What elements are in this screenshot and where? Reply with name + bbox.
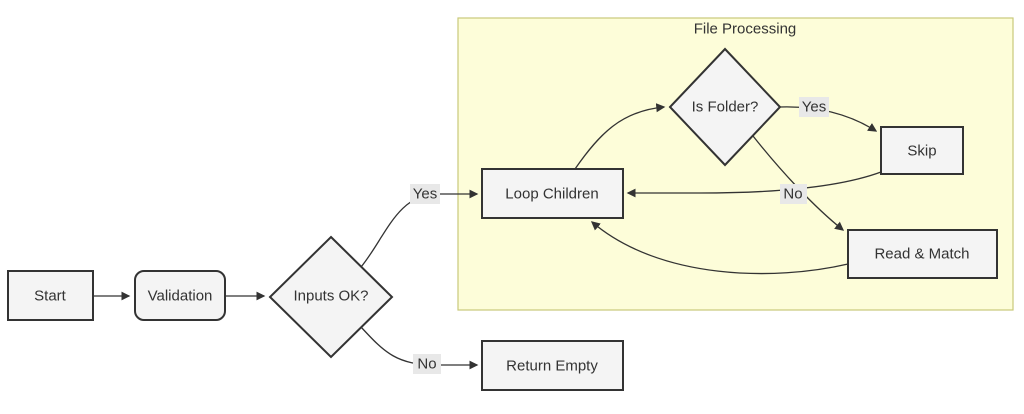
node-return-empty-label: Return Empty [506, 358, 598, 375]
edge-label-is-folder-no: No [780, 184, 807, 204]
node-start-label: Start [34, 288, 67, 305]
edge-label-text: No [417, 356, 436, 373]
node-loop-children-label: Loop Children [505, 186, 598, 203]
edge-label-inputs-ok-no: No [413, 354, 441, 374]
node-validation-label: Validation [148, 288, 213, 305]
edge-label-bg [410, 184, 440, 204]
nodes: Start Validation Inputs OK? Loop Childre… [7, 47, 998, 391]
node-loop-children: Loop Children [481, 168, 624, 219]
edge-label-text: Yes [802, 99, 826, 116]
edge-label-bg [413, 354, 441, 374]
node-return-empty-shape [481, 340, 624, 391]
node-inputs-ok-shape [268, 235, 394, 359]
node-skip-label: Skip [907, 143, 936, 160]
edge-label-text: Yes [413, 186, 437, 203]
edge-loop-children-is-folder [574, 103, 666, 170]
node-read-match-label: Read & Match [874, 246, 969, 263]
node-return-empty: Return Empty [481, 340, 624, 391]
edge-label-text: No [783, 186, 802, 203]
node-loop-children-shape [481, 168, 624, 219]
node-inputs-ok: Inputs OK? [268, 235, 394, 359]
subgraph-title: File Processing [694, 21, 797, 38]
node-inputs-ok-label: Inputs OK? [293, 288, 368, 305]
node-is-folder-label: Is Folder? [692, 99, 759, 116]
edge-read-match-loop-children [590, 221, 849, 275]
edge-label-bg [780, 184, 807, 204]
node-skip: Skip [880, 126, 964, 175]
node-validation-shape [134, 270, 226, 321]
edge-label-inputs-ok-yes: Yes [410, 184, 440, 204]
node-is-folder: Is Folder? [668, 47, 782, 167]
edge-labels: Yes No Yes No [410, 97, 829, 374]
node-read-match-shape [847, 229, 998, 279]
node-start: Start [7, 270, 94, 321]
node-start-shape [7, 270, 94, 321]
edge-label-bg [799, 97, 829, 117]
node-validation: Validation [134, 270, 226, 321]
node-skip-shape [880, 126, 964, 175]
edge-label-is-folder-yes: Yes [799, 97, 829, 117]
node-is-folder-shape [668, 47, 782, 167]
node-read-match: Read & Match [847, 229, 998, 279]
